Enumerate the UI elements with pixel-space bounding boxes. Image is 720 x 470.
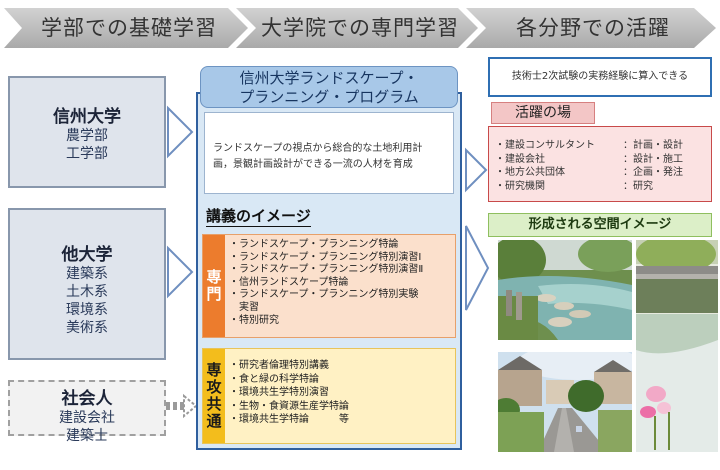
role-row: ・建設会社 ：設計・施工 [495,153,711,167]
step-chevron-1 [4,8,248,48]
arrow-to-roles [465,147,488,193]
entry-other-univ-line-3: 環境系 [66,302,108,318]
entry-shinshu: 信州大学 農学部 工学部 [8,76,166,188]
common-item: ・環境共生学特別演習 [229,387,329,398]
common-section: 専攻共通 ・研究者倫理特別講義 ・食と緑の科学特論 ・環境共生学特別演習 ・生物… [202,348,456,444]
role-list: ・建設コンサルタント ：計画・設計 ・建設会社 ：設計・施工 ・地方公共団体 ：… [488,126,712,202]
entry-other-univ-line-4: 美術系 [66,320,108,336]
program-title-line-2: プランニング・プログラム [239,88,419,106]
program-description-line-1: ランドスケープの視点から総合的な土地利用計 [213,143,423,154]
step-label-1: 学部での基礎学習 [41,16,217,40]
common-item: ・食と緑の科学特論 [229,373,319,385]
step-chevron-3 [466,8,716,48]
role-place: ・地方公共団体 [495,167,565,178]
entry-other-univ: 他大学 建築系 土木系 環境系 美術系 [8,208,166,360]
space-image-title: 形成される空間イメージ [488,213,712,237]
common-list: ・研究者倫理特別講義 ・食と緑の科学特論 ・環境共生学特別演習 ・生物・食資源生… [229,359,451,427]
role-work: ：企画・発注 [623,167,683,178]
specialty-item: ・ランドスケープ・プランニング特別演習Ⅱ [229,264,424,276]
arrow-to-space-outline [465,225,490,311]
role-place: ・建設コンサルタント [495,140,595,151]
entry-arrows [166,105,198,419]
common-tag: 専攻共通 [203,349,225,443]
entry-working-adult: 社会人 建設会社 建築士 [8,380,166,444]
specialty-item: ・ランドスケープ・プランニング特論 [229,239,399,250]
role-row: ・地方公共団体 ：企画・発注 [495,166,711,180]
entry-other-univ-line-2: 土木系 [66,284,108,300]
entry-shinshu-line-2: 工学部 [66,146,108,162]
arrow-other-univ [167,245,194,299]
bridge-photo [636,240,718,452]
program-description-line-2: 画，景観計画設計ができる一流の人材を育成 [213,159,413,170]
common-item: ・環境共生学特論 等 [229,414,349,425]
role-title: 活躍の場 [491,102,595,124]
role-place: ・研究機関 [495,180,545,192]
specialty-item: ・特別研究 [229,314,279,326]
street-photo [498,352,632,452]
arrow-working-adult [166,393,198,419]
step-label-2: 大学院での専門学習 [261,16,459,40]
role-work: ：計画・設計 [623,140,683,151]
specialty-item: ・信州ランドスケープ特論 [229,276,349,288]
entry-working-adult-name: 社会人 [61,389,113,409]
step-label-3: 各分野での活躍 [516,16,670,40]
specialty-item: ・ランドスケープ・プランニング特別演習Ⅰ [229,251,422,263]
certificate-note: 技術士2次試験の実務経験に算入できる [488,57,712,97]
common-item: ・研究者倫理特別講義 [229,360,329,371]
role-row: ・建設コンサルタント ：計画・設計 [495,139,711,153]
program-title: 信州大学ランドスケープ・ プランニング・プログラム [200,66,458,108]
common-item: ・生物・食資源生産学特論 [229,400,349,412]
specialty-list: ・ランドスケープ・プランニング特論 ・ランドスケープ・プランニング特別演習Ⅰ ・… [229,239,451,327]
specialty-item: ・ランドスケープ・プランニング特別実験 [229,289,419,301]
entry-other-univ-name: 他大学 [61,245,113,265]
entry-working-adult-line-2: 建築士 [66,428,108,444]
river-photo [498,240,632,340]
entry-shinshu-line-1: 農学部 [66,128,108,144]
entry-working-adult-line-1: 建設会社 [59,410,115,426]
role-place: ・建設会社 [495,153,545,165]
role-row: ・研究機関 ：研究 [495,180,711,194]
specialty-tag: 専門 [203,235,225,337]
step-chevron-2 [236,8,478,48]
role-work: ：設計・施工 [623,153,683,165]
program-description: ランドスケープの視点から総合的な土地利用計 画，景観計画設計ができる一流の人材を… [204,112,454,194]
specialty-item: 実習 [229,301,259,313]
role-work: ：研究 [623,180,653,192]
lecture-heading: 講義のイメージ [206,207,311,227]
specialty-section: 専門 ・ランドスケープ・プランニング特論 ・ランドスケープ・プランニング特別演習… [202,234,456,338]
step-chevron-bar [4,8,716,48]
entry-shinshu-name: 信州大学 [53,107,121,127]
arrow-shinshu-fill [167,105,194,159]
entry-other-univ-line-1: 建築系 [66,266,108,282]
program-title-line-1: 信州大学ランドスケープ・ [239,69,419,87]
career-arrows [465,147,490,311]
